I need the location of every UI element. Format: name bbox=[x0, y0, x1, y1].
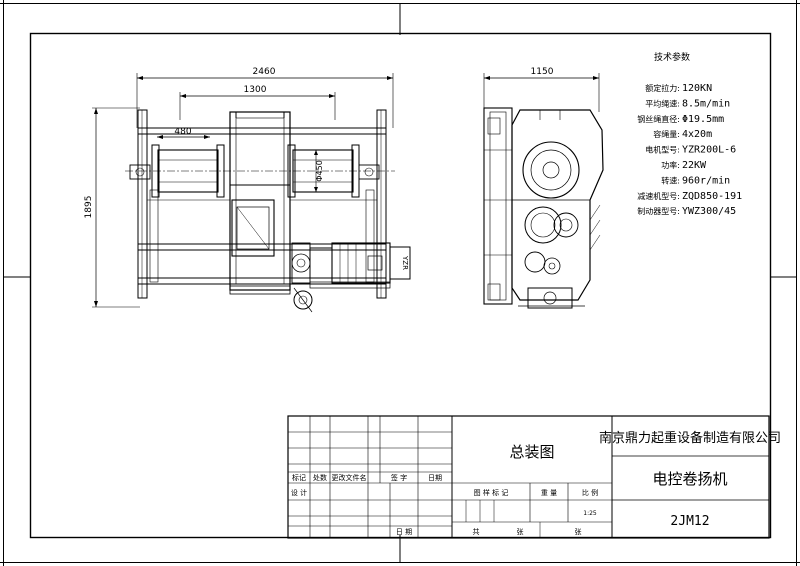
tb-sheets: 张 bbox=[517, 527, 524, 536]
dim-drum-offset: 480 bbox=[174, 127, 191, 137]
tech-row-label: 制动器型号: bbox=[637, 206, 680, 216]
dim-top-width: 2460 bbox=[253, 67, 276, 77]
tech-row-label: 平均绳速: bbox=[645, 98, 680, 108]
tb-scale: 比 例 bbox=[582, 488, 598, 497]
drawing-code: 2JM12 bbox=[670, 514, 709, 529]
tech-title: 技术参数 bbox=[654, 51, 690, 63]
dim-drum-dia: Φ450 bbox=[315, 160, 324, 182]
dim-side-width: 1150 bbox=[531, 67, 554, 77]
tech-params: 技术参数 额定拉力:120KN平均绳速:8.5m/min钢丝绳直径:Φ19.5m… bbox=[637, 51, 742, 217]
tech-row-label: 减速机型号: bbox=[637, 191, 680, 201]
tech-row-value: YZR200L-6 bbox=[682, 145, 736, 156]
drawing-name: 总装图 bbox=[509, 443, 554, 461]
tb-mark: 标记 bbox=[292, 473, 306, 482]
tech-row-label: 功率: bbox=[661, 160, 680, 170]
tb-sign: 签 字 bbox=[391, 473, 407, 482]
tb-weight: 重 量 bbox=[541, 489, 557, 497]
winch-front-view bbox=[92, 73, 411, 313]
tb-date: 日期 bbox=[428, 474, 442, 482]
winch-side-view bbox=[483, 73, 604, 309]
tb-date2: 日 期 bbox=[396, 528, 412, 536]
motor-nameplate: YZR bbox=[401, 255, 409, 270]
tb-sheet: 张 bbox=[575, 527, 582, 536]
dim-height: 1895 bbox=[84, 196, 94, 219]
dim-frame-span: 1300 bbox=[244, 85, 267, 95]
tech-row-label: 额定拉力: bbox=[645, 83, 680, 93]
tech-row-value: 120KN bbox=[682, 83, 712, 94]
tech-row-value: 8.5m/min bbox=[682, 98, 730, 109]
tech-row-value: YWZ300/45 bbox=[682, 206, 736, 217]
tech-row-value: 4x20m bbox=[682, 129, 712, 140]
tb-design: 设 计 bbox=[291, 488, 307, 497]
tb-count: 处数 bbox=[313, 473, 327, 482]
company-name: 南京鼎力起重设备制造有限公司 bbox=[599, 430, 781, 446]
tb-scale-value: 1:25 bbox=[583, 510, 597, 517]
tech-row-value: ZQD850-191 bbox=[682, 191, 742, 202]
title-block bbox=[287, 415, 770, 539]
tech-row-label: 钢丝绳直径: bbox=[637, 114, 680, 124]
tech-row-value: 22KW bbox=[682, 160, 707, 171]
tech-row-label: 容绳量: bbox=[653, 129, 680, 139]
tb-drawing-mark: 图 样 标 记 bbox=[474, 488, 509, 497]
tech-row-label: 转速: bbox=[661, 175, 680, 185]
tech-row-label: 电机型号: bbox=[645, 145, 680, 155]
tb-doc: 更改文件名 bbox=[332, 473, 367, 482]
drawing-border bbox=[29, 32, 772, 539]
tech-row-value: 960r/min bbox=[682, 175, 730, 186]
product-name: 电控卷扬机 bbox=[652, 470, 727, 488]
tb-total: 共 bbox=[473, 527, 480, 536]
tech-row-value: Φ19.5mm bbox=[682, 114, 724, 125]
